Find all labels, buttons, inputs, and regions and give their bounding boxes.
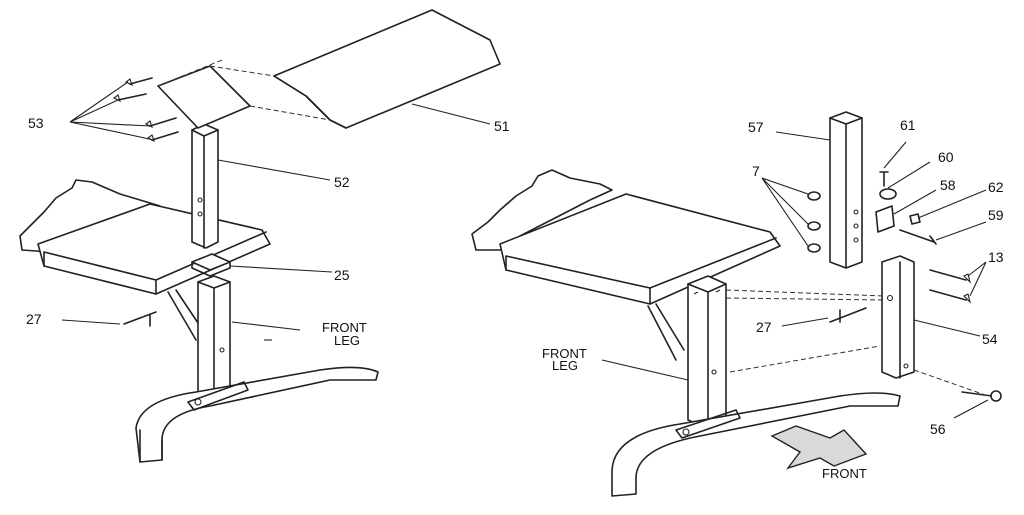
label-part-51: 51	[494, 118, 510, 134]
label-front-right: FRONT	[542, 346, 587, 361]
right-assembly	[471, 111, 1002, 497]
label-part-27-right: 27	[756, 319, 772, 335]
label-front-arrow: FRONT	[822, 466, 867, 481]
label-leg-right: LEG	[552, 358, 578, 373]
label-part-27: 27	[26, 311, 42, 327]
right-front-leg-upright	[687, 275, 727, 429]
left-base-tube	[135, 366, 379, 463]
label-leg: LEG	[334, 333, 360, 348]
label-part-62: 62	[988, 179, 1004, 195]
label-part-59: 59	[988, 207, 1004, 223]
front-direction-arrow	[770, 425, 868, 470]
label-part-52: 52	[334, 174, 350, 190]
left-assembly	[19, 9, 501, 463]
left-bolts	[112, 77, 179, 143]
label-part-56: 56	[930, 421, 946, 437]
label-part-13: 13	[988, 249, 1004, 265]
label-part-7: 7	[752, 163, 760, 179]
label-part-57: 57	[748, 119, 764, 135]
right-nuts	[807, 191, 821, 253]
label-part-61: 61	[900, 117, 916, 133]
label-part-25: 25	[334, 267, 350, 283]
right-base-tube	[611, 392, 901, 497]
label-part-58: 58	[940, 177, 956, 193]
right-bracket	[881, 255, 915, 379]
label-part-53: 53	[28, 115, 44, 131]
label-part-60: 60	[938, 149, 954, 165]
left-pin	[123, 311, 157, 327]
left-arm-pad	[273, 9, 501, 129]
right-bench-background	[471, 169, 613, 251]
left-pad-post	[191, 123, 219, 249]
left-leader-53	[69, 81, 155, 141]
label-front: FRONT	[322, 320, 367, 335]
label-part-54: 54	[982, 331, 998, 347]
